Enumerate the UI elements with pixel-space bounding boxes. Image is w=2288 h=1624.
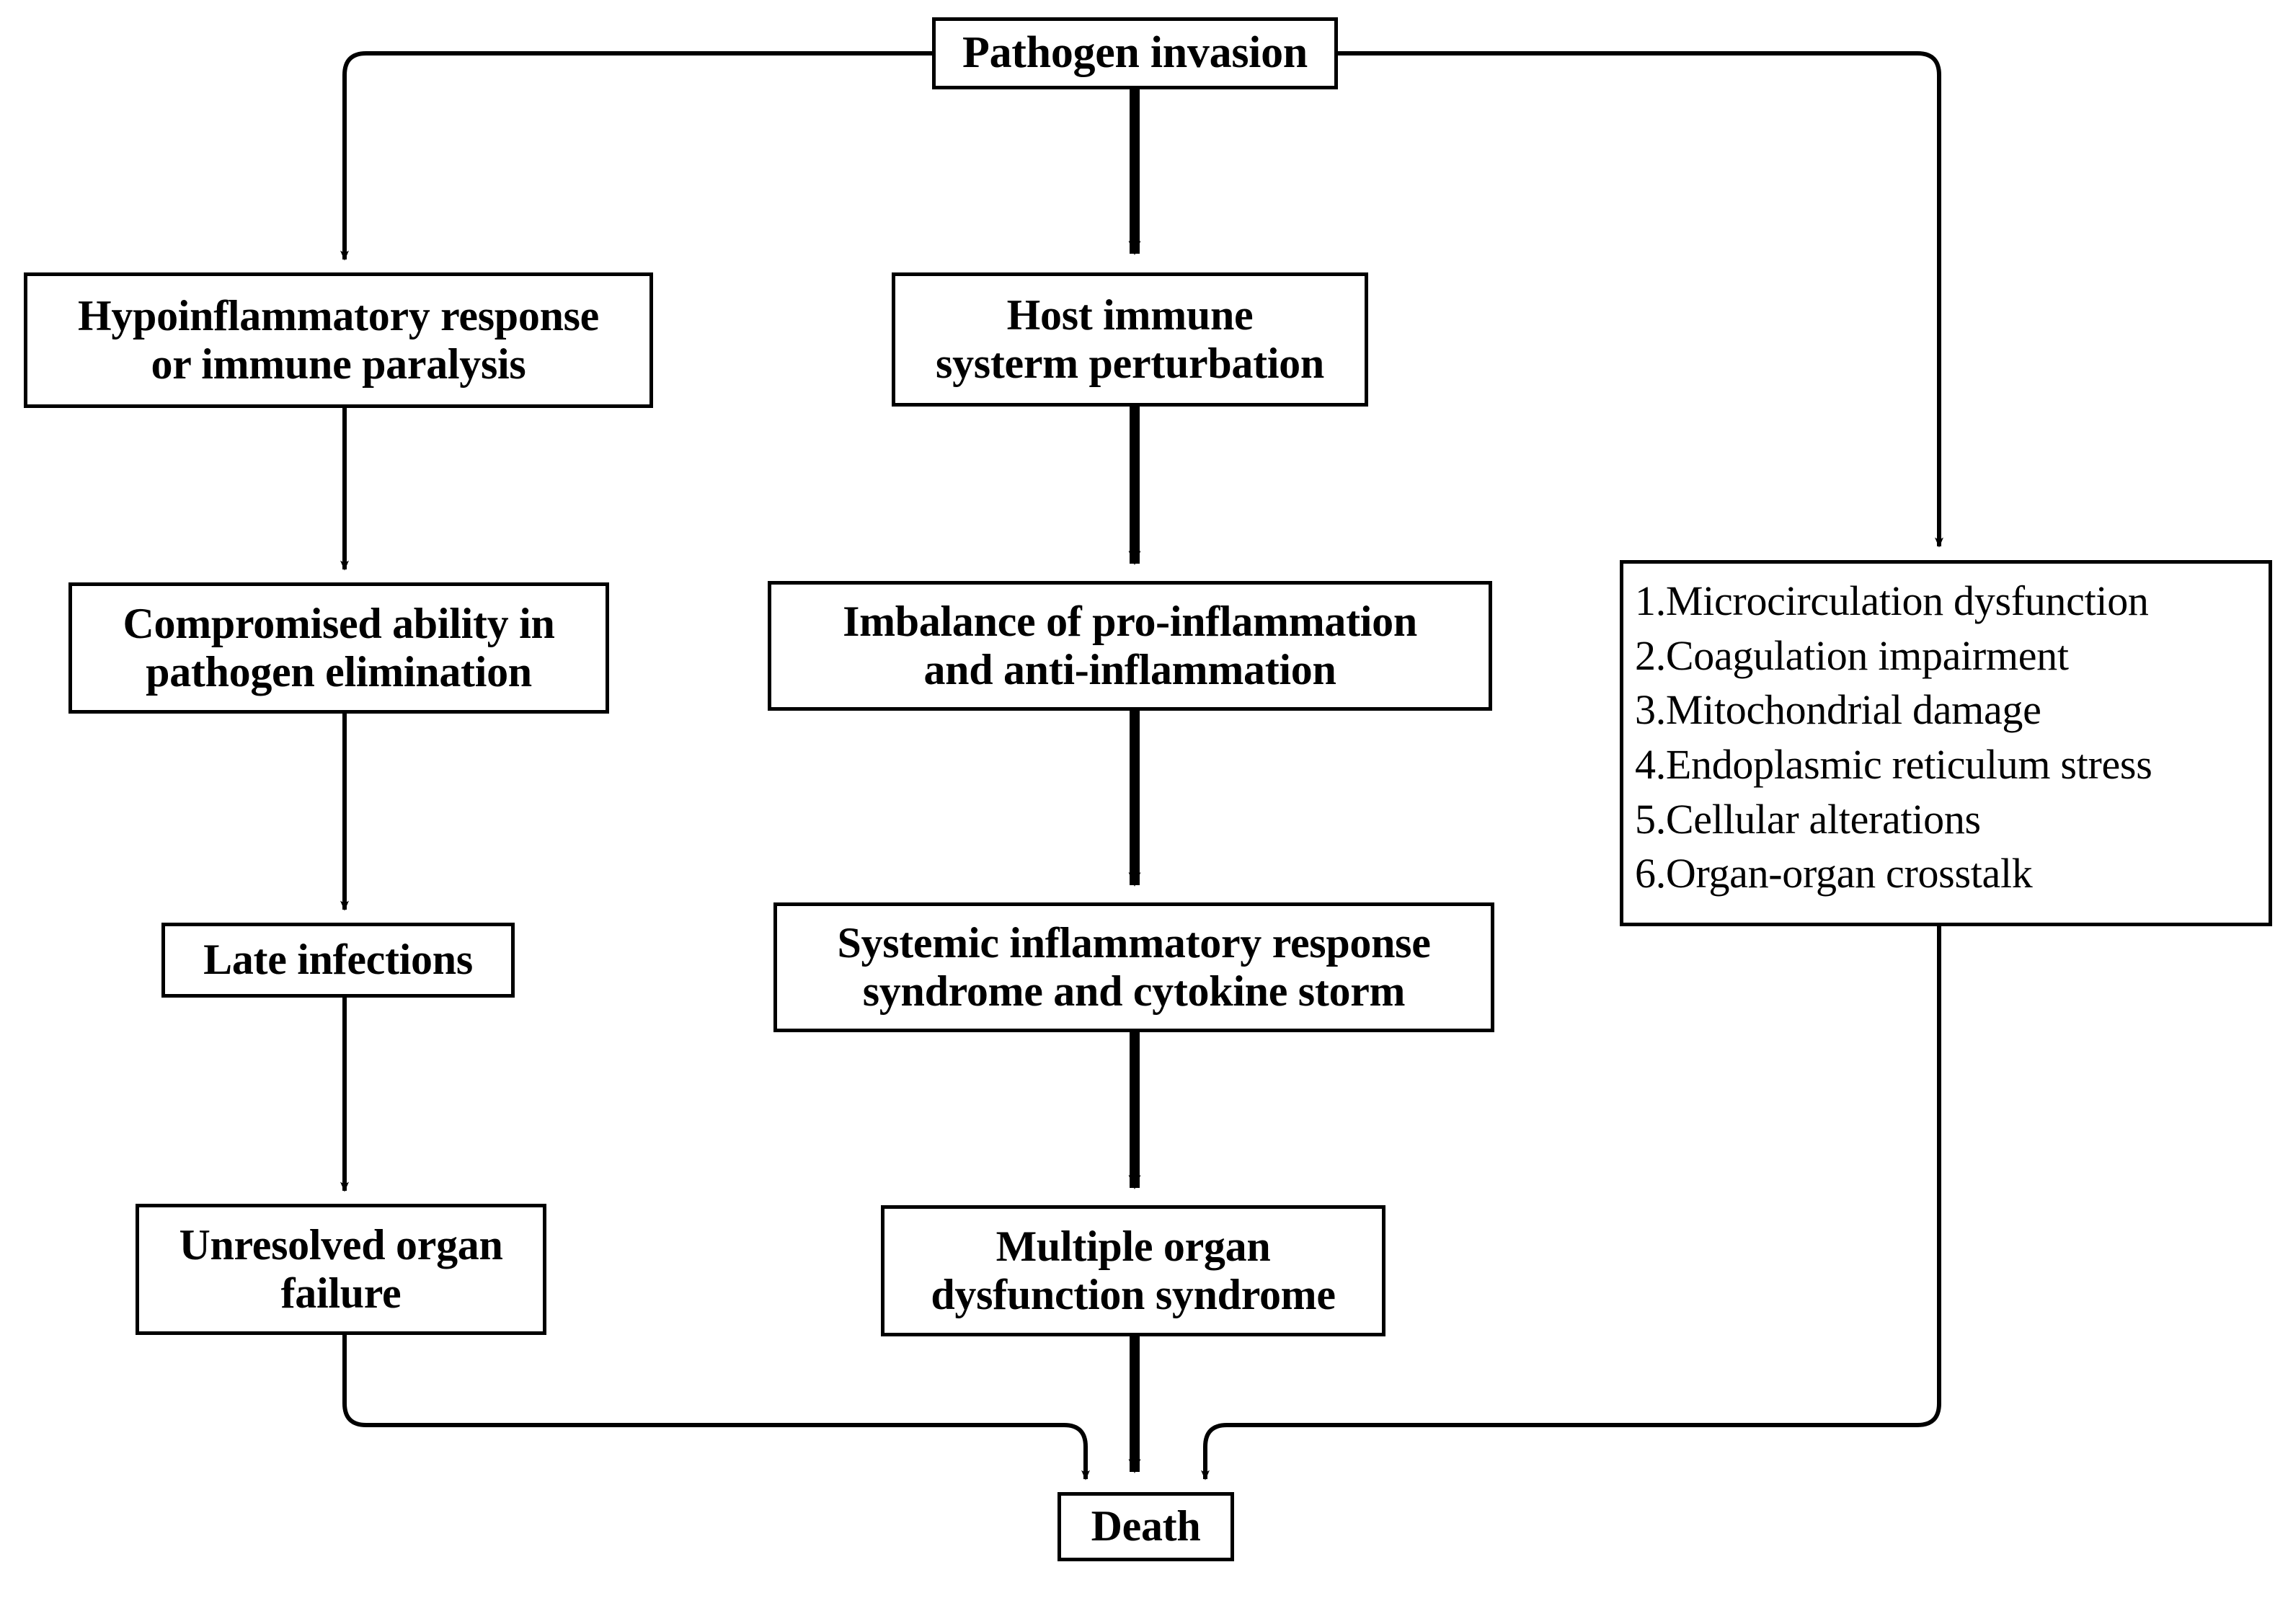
list-item: 2.Coagulation impairment xyxy=(1635,631,2069,679)
node-multiple-organ-dysfunction-syndrome: Multiple organ dysfunction syndrome xyxy=(881,1205,1385,1336)
node-late-infections-label: Late infections xyxy=(203,936,473,984)
node-multiple-organ-dysfunction-syndrome-label: Multiple organ dysfunction syndrome xyxy=(931,1222,1336,1318)
edge-unresolved-to-death xyxy=(342,1335,1090,1481)
node-hypoinflammatory-response-label: Hypoinflammatory response or immune para… xyxy=(77,291,600,388)
node-unresolved-organ-failure: Unresolved organ failure xyxy=(136,1204,546,1335)
list-item: 6.Organ-organ crosstalk xyxy=(1635,850,2033,897)
node-pathogen-invasion-label: Pathogen invasion xyxy=(962,28,1308,78)
node-sirs-cytokine-storm-label: Systemic inflammatory response syndrome … xyxy=(837,918,1431,1015)
node-death: Death xyxy=(1057,1492,1234,1561)
node-pathogen-invasion: Pathogen invasion xyxy=(932,17,1338,89)
edge-mechanism-list-to-death xyxy=(1201,926,1941,1481)
list-item: 4.Endoplasmic reticulum stress xyxy=(1635,741,2152,789)
node-hypoinflammatory-response: Hypoinflammatory response or immune para… xyxy=(24,272,653,408)
mechanism-list: 1.Microcirculation dysfunction 2.Coagula… xyxy=(1635,574,2269,901)
node-host-immune-perturbation: Host immune systerm perturbation xyxy=(892,272,1368,407)
node-imbalance-inflammation: Imbalance of pro-inflammation and anti-i… xyxy=(768,581,1492,711)
node-host-immune-perturbation-label: Host immune systerm perturbation xyxy=(936,290,1324,387)
node-imbalance-inflammation-label: Imbalance of pro-inflammation and anti-i… xyxy=(843,597,1417,693)
edge-pathogen-to-mechanism-list xyxy=(1338,51,1943,548)
list-item: 5.Cellular alterations xyxy=(1635,795,1981,843)
node-late-infections: Late infections xyxy=(161,923,515,998)
node-unresolved-organ-failure-label: Unresolved organ failure xyxy=(179,1220,503,1317)
list-item: 1.Microcirculation dysfunction xyxy=(1635,577,2149,624)
edge-pathogen-to-hypoinflammatory xyxy=(340,51,932,261)
node-compromised-ability-label: Compromised ability in pathogen eliminat… xyxy=(123,599,555,696)
list-item: 3.Mitochondrial damage xyxy=(1635,686,2041,734)
node-sirs-cytokine-storm: Systemic inflammatory response syndrome … xyxy=(773,902,1494,1032)
node-compromised-ability: Compromised ability in pathogen eliminat… xyxy=(68,582,609,714)
node-death-label: Death xyxy=(1091,1502,1201,1550)
node-mechanism-list: 1.Microcirculation dysfunction 2.Coagula… xyxy=(1620,560,2272,926)
